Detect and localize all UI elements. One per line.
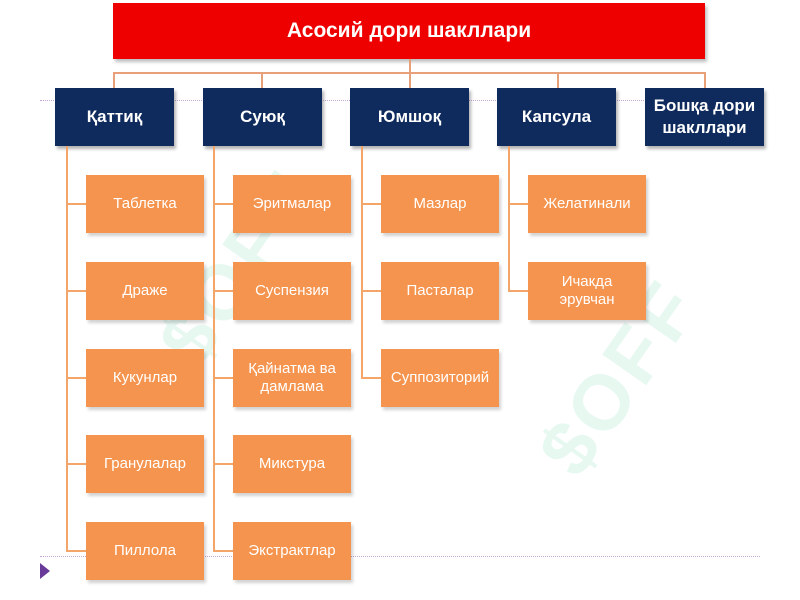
item-connector [66,203,86,205]
item-connector [508,203,528,205]
item-enteric: Ичакда эрувчан [528,262,646,320]
column-connector [361,146,363,378]
item-connector [213,203,233,205]
item-dragee: Драже [86,262,204,320]
category-connector [557,72,559,88]
category-soft: Юмшоқ [350,88,469,146]
item-pills: Пиллола [86,522,204,580]
item-extracts: Экстрактлар [233,522,351,580]
item-connector [66,550,86,552]
title-connector [409,59,411,72]
item-powders: Кукунлар [86,349,204,407]
diagram-title: Асосий дори шакллари [113,3,705,59]
item-suspension: Суспензия [233,262,351,320]
category-solid: Қаттиқ [55,88,174,146]
item-tablet: Таблетка [86,175,204,233]
item-connector [213,463,233,465]
category-capsule: Капсула [497,88,616,146]
category-liquid: Суюқ [203,88,322,146]
column-connector [213,146,215,551]
item-pastes: Пасталар [381,262,499,320]
divider-bottom [40,556,760,557]
item-connector [361,203,381,205]
item-suppository: Суппозиторий [381,349,499,407]
category-connector [261,72,263,88]
category-connector [409,72,411,88]
item-connector [66,463,86,465]
item-connector [361,377,381,379]
item-connector [361,290,381,292]
category-connector [113,72,115,88]
item-connector [508,290,528,292]
item-ointments: Мазлар [381,175,499,233]
item-mixture: Микстура [233,435,351,493]
item-connector [213,290,233,292]
item-solutions: Эритмалар [233,175,351,233]
column-connector [508,146,510,291]
item-connector [213,550,233,552]
item-connector [66,377,86,379]
item-granules: Гранулалар [86,435,204,493]
column-connector [66,146,68,551]
item-decoction-infusion: Қайнатма ва дамлама [233,349,351,407]
item-connector [213,377,233,379]
item-connector [66,290,86,292]
category-other: Бошқа дори шакллари [645,88,764,146]
item-gelatin: Желатинали [528,175,646,233]
category-connector [704,72,706,88]
slide-marker-icon [40,563,50,579]
